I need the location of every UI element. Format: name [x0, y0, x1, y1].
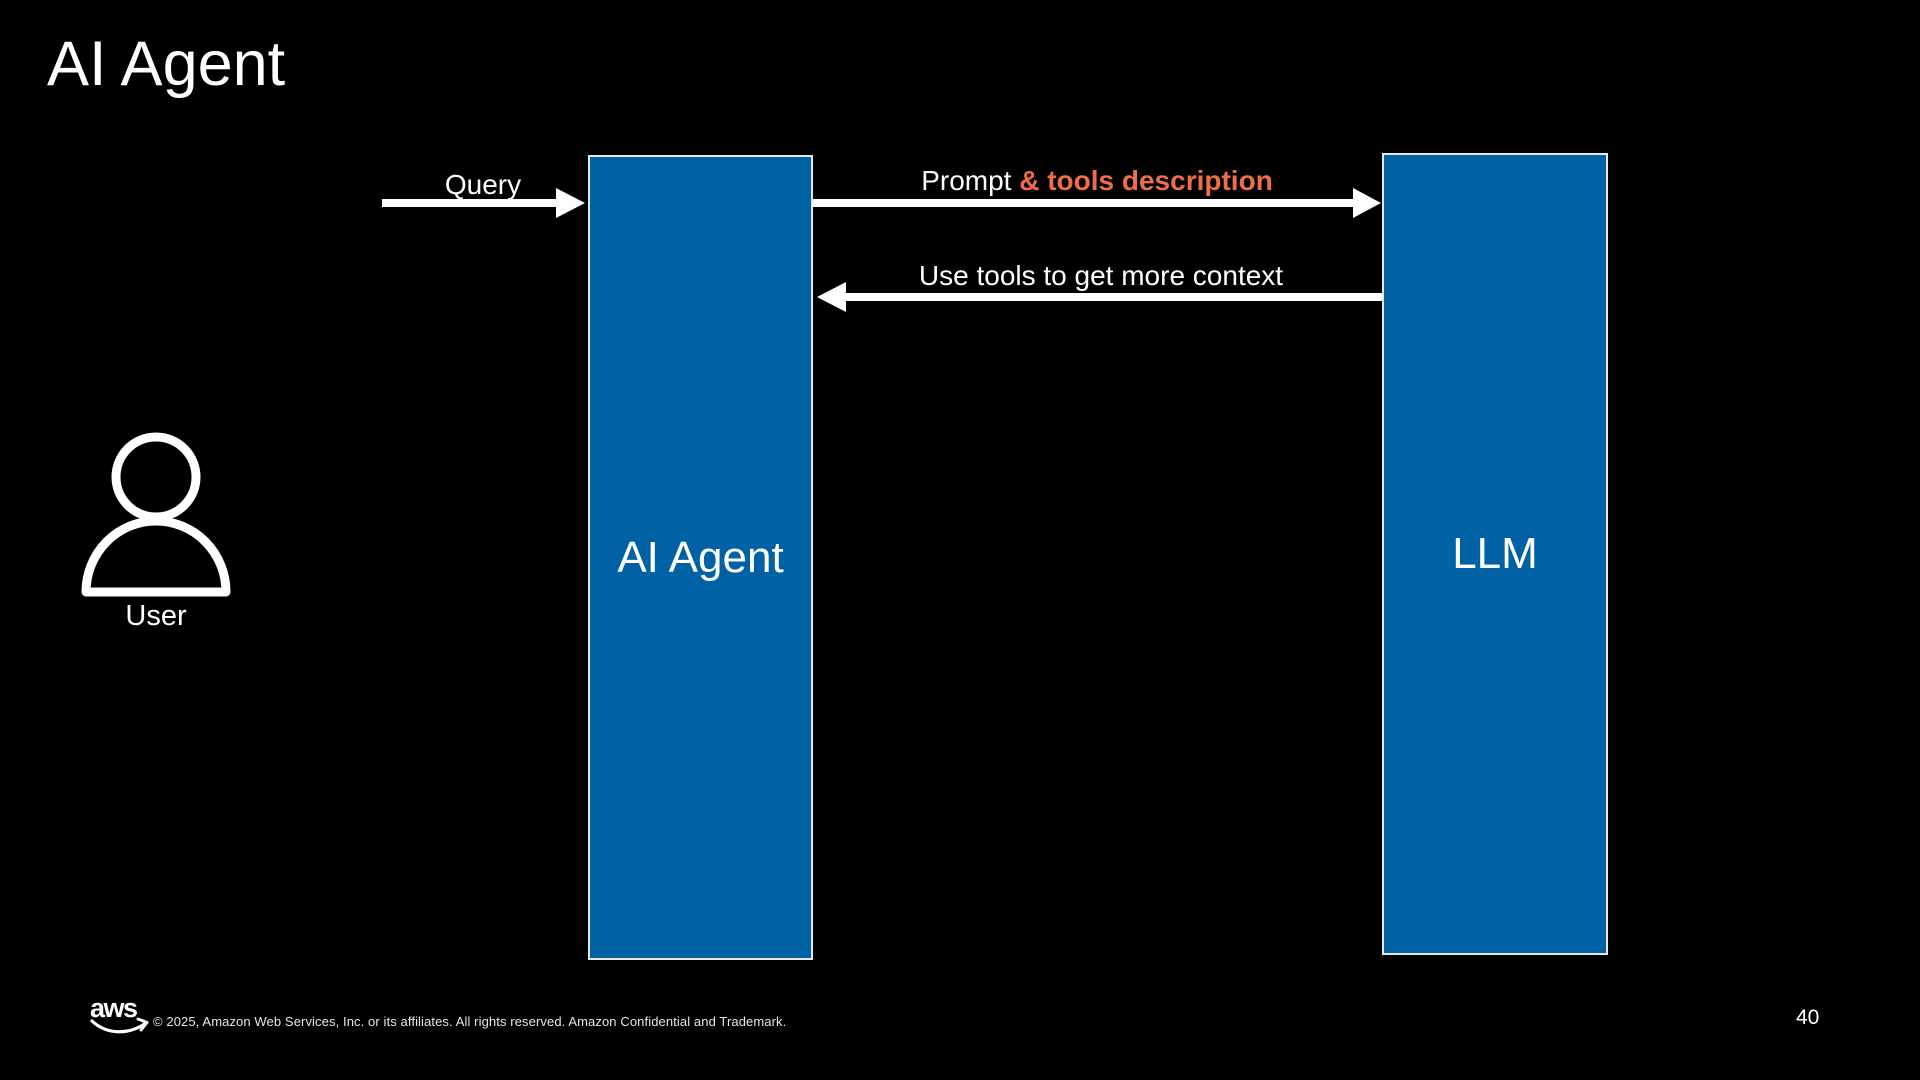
prompt-label-plain: Prompt [921, 165, 1020, 196]
aws-logo-text: aws [90, 993, 137, 1023]
prompt-arrow [813, 188, 1381, 218]
llm-box: LLM [1382, 153, 1608, 955]
footer-copyright: © 2025, Amazon Web Services, Inc. or its… [153, 1014, 787, 1029]
llm-box-label: LLM [1452, 529, 1538, 578]
slide-title: AI Agent [47, 29, 286, 99]
use-tools-arrow [817, 282, 1383, 312]
page-number: 40 [1796, 1006, 1820, 1029]
query-arrow-label: Query [444, 169, 522, 200]
user-label: User [125, 600, 187, 632]
ai-agent-box-label: AI Agent [617, 532, 784, 582]
aws-logo-icon: aws [90, 993, 149, 1034]
user-figure: User [80, 431, 232, 633]
use-tools-arrow-label: Use tools to get more context [918, 260, 1284, 291]
query-arrow [382, 188, 585, 218]
prompt-label-highlight: & tools description [1019, 165, 1273, 196]
person-icon [81, 432, 231, 597]
prompt-arrow-label: Prompt & tools description [813, 164, 1381, 198]
ai-agent-box: AI Agent [588, 155, 813, 960]
